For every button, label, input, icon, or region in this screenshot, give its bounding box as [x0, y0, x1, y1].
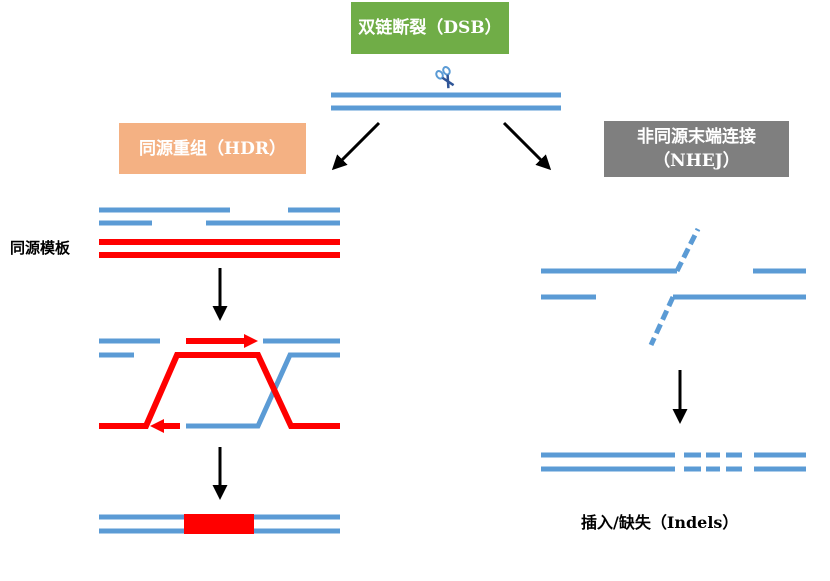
- dsb-dna: [331, 92, 561, 111]
- hdr-template-dna: [99, 239, 340, 258]
- nhej-title-box: 非同源末端连接 （NHEJ）: [604, 121, 789, 177]
- homologous-template-label: 同源模板: [10, 239, 71, 257]
- nhej-repaired-dna: [541, 452, 806, 472]
- hdr-repaired-dna: [99, 514, 340, 534]
- nhej-title-line1: 非同源末端连接: [637, 127, 756, 147]
- scissors-icon: [435, 66, 455, 89]
- hdr-title-box: 同源重组（HDR）: [119, 123, 306, 174]
- hdr-strand-invasion: [99, 334, 340, 433]
- nhej-title-line2: （NHEJ）: [653, 151, 740, 171]
- hdr-title: 同源重组（HDR）: [139, 138, 286, 159]
- arrow-to-hdr: [331, 121, 381, 171]
- dsb-title-box: 双链断裂（DSB）: [351, 2, 509, 54]
- indels-label: 插入/缺失（Indels）: [581, 513, 739, 532]
- dsb-title: 双链断裂（DSB）: [358, 18, 502, 38]
- arrow-to-nhej: [502, 121, 552, 171]
- hdr-broken-dna: [99, 207, 340, 226]
- nhej-broken-dna: [541, 227, 806, 347]
